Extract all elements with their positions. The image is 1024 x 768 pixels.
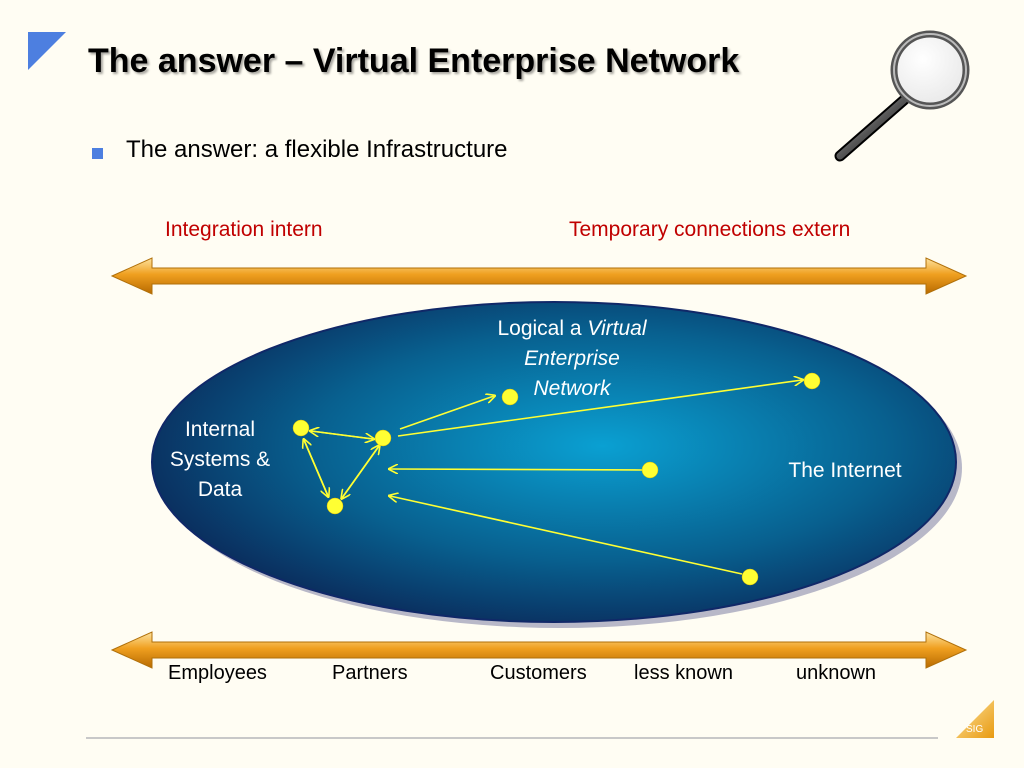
node-internal-1 [292,419,310,437]
connector-arrow [304,440,329,497]
connector-arrow [397,380,802,437]
top-double-arrow [110,257,968,295]
internet-label: The Internet [788,459,902,482]
connector-arrow [311,431,374,440]
magnifier-icon [834,30,970,162]
footer-divider [86,737,938,739]
vnet-prefix-text: Logical a [497,317,588,340]
connector-arrow [399,396,494,430]
network-ellipse-diagram [151,301,962,628]
bottom-label-partners: Partners [332,662,408,684]
vnet-enterprise-text: Enterprise [524,347,620,370]
node-vnet [501,388,519,406]
bottom-label-employees: Employees [168,662,267,684]
node-remote-bottom [741,568,759,586]
sig-logo-text: SIG [966,724,984,735]
slide-title: The answer – Virtual Enterprise Network [88,42,740,80]
internal-systems-label: Internal Systems & Data [169,418,271,501]
integration-intern-label: Integration intern [165,218,323,241]
vnet-network-text: Network [533,377,611,400]
vnet-virtual-text: Virtual [587,317,647,340]
node-remote-middle [641,461,659,479]
node-remote-top [803,372,821,390]
connector-arrow [342,445,380,498]
connector-arrow [390,469,643,470]
bottom-label-customers: Customers [490,662,587,684]
bullet-text: The answer: a flexible Infrastructure [126,136,508,163]
bottom-label-unknown: unknown [796,662,877,684]
node-internal-3 [326,497,344,515]
temporary-connections-label: Temporary connections extern [569,218,851,241]
bottom-double-arrow [110,631,968,669]
node-internal-2 [374,429,392,447]
network-ellipse [151,301,957,623]
corner-accent [28,32,66,70]
connector-arrow [390,496,743,575]
bullet-marker [92,148,103,159]
virtual-enterprise-network-label: Logical a Virtual Enterprise Network [462,314,682,404]
sig-logo [956,700,994,738]
bottom-label-less-known: less known [634,662,733,684]
